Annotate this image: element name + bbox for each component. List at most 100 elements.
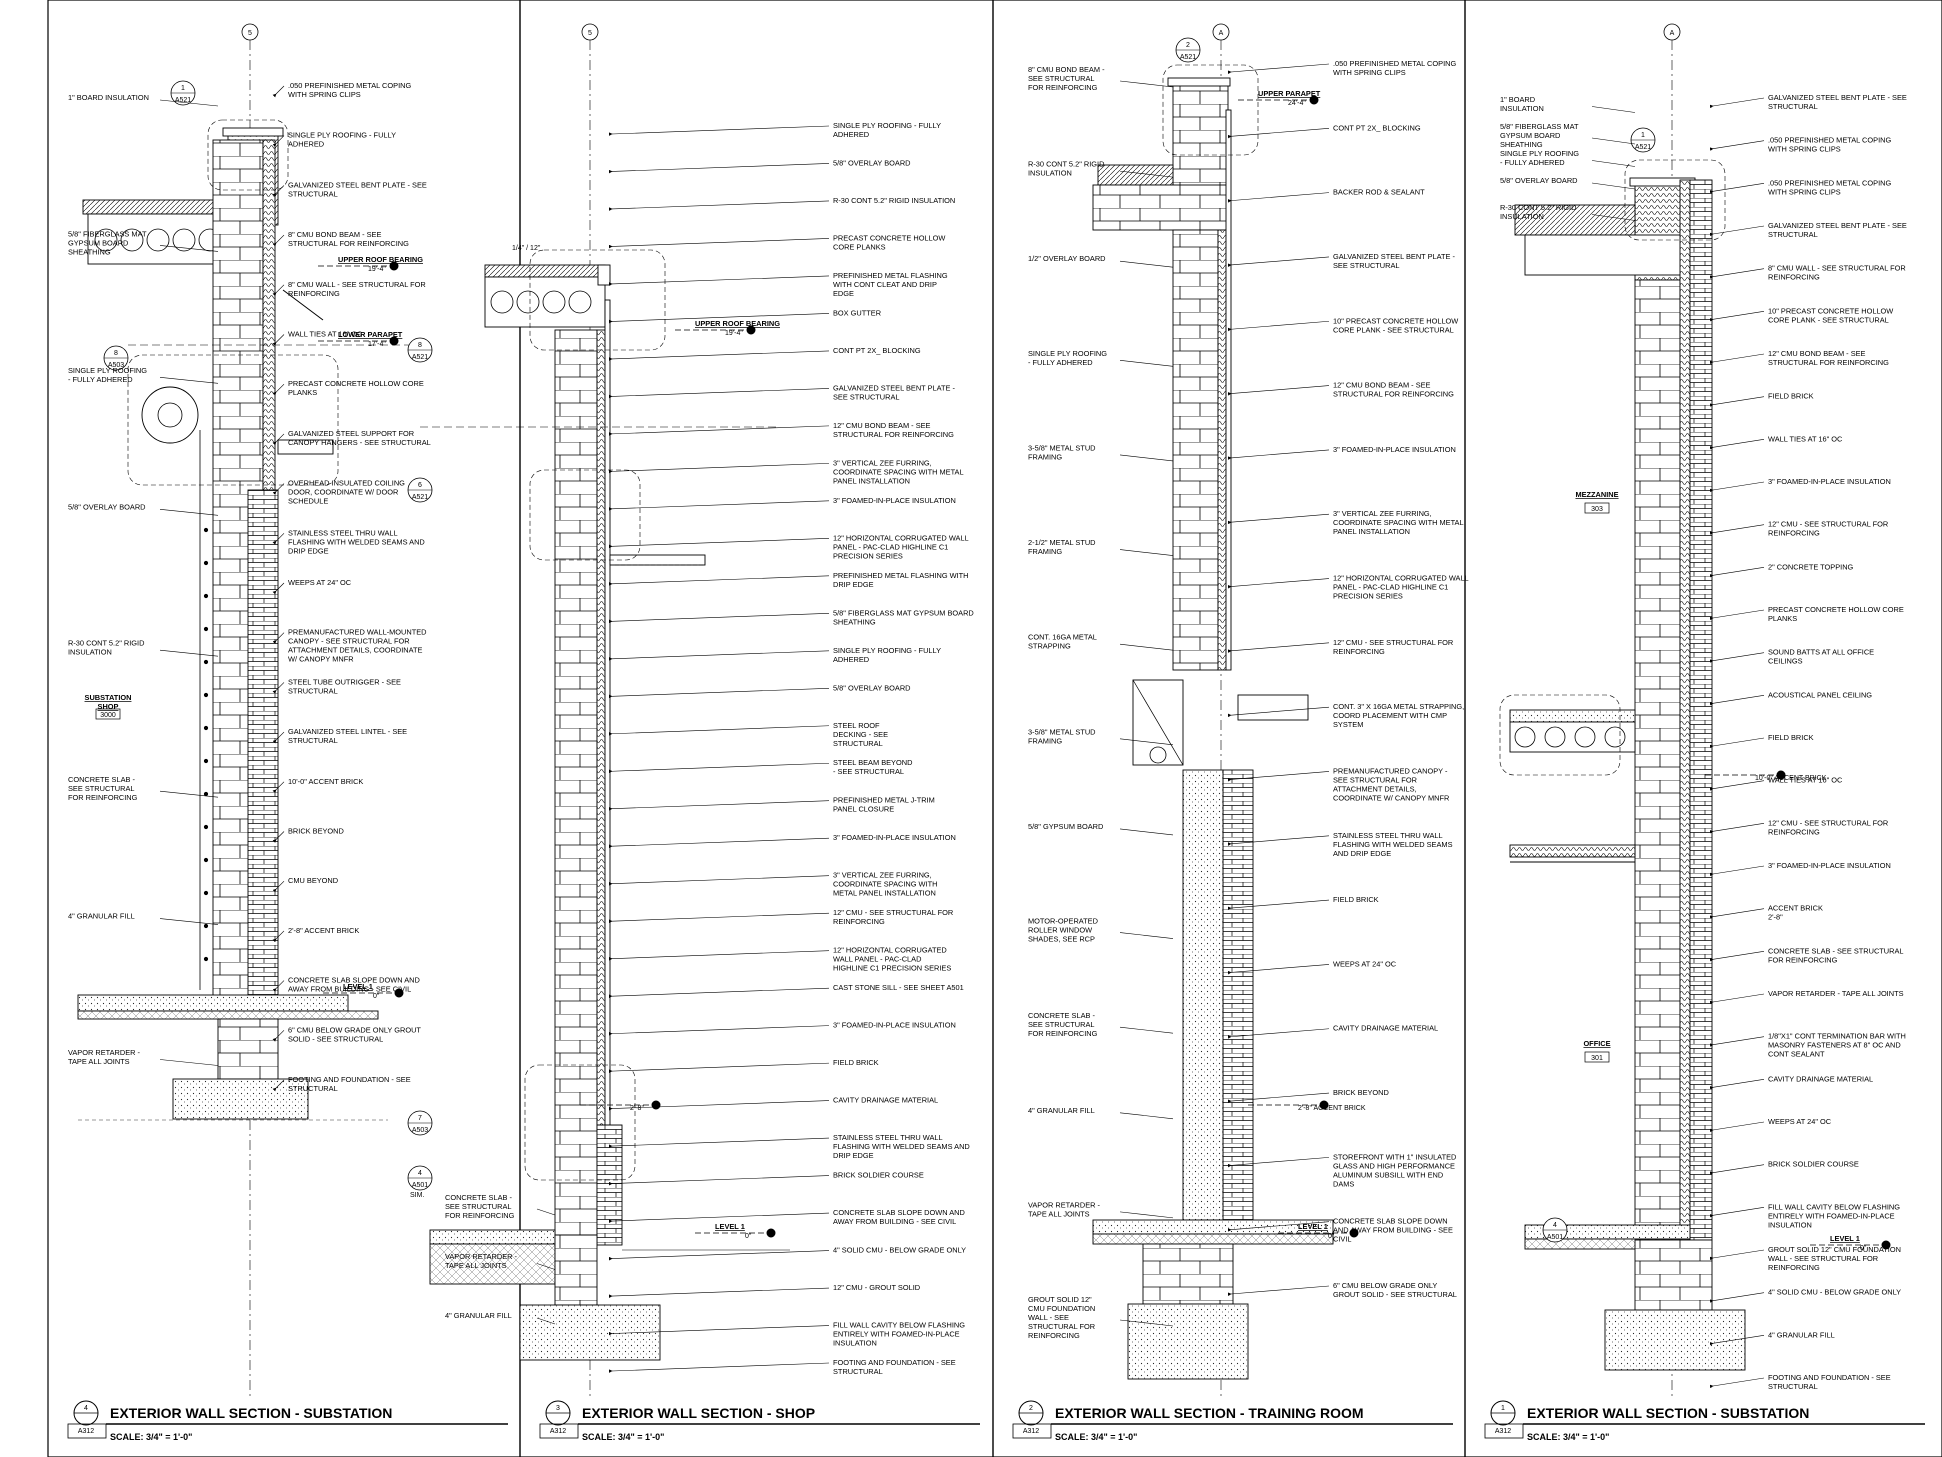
box-gutter <box>597 264 611 286</box>
door-slat-mark <box>203 725 209 731</box>
leader-arrow <box>1227 256 1330 267</box>
cmu-wall <box>1172 229 1219 671</box>
leader-arrow <box>1709 1164 1765 1175</box>
leader-arrow <box>1709 567 1765 578</box>
leader-arrow <box>1227 964 1330 975</box>
granular-fill <box>77 1010 379 1020</box>
detail-tag-number: 1 <box>181 85 185 92</box>
sheet-ref-box <box>1012 1423 1052 1439</box>
leader-arrow <box>272 234 285 247</box>
below-grade-cmu <box>217 1018 279 1080</box>
plank-core <box>1574 726 1596 748</box>
detail-tag-sheet: A521 <box>1180 54 1196 61</box>
note-left: 5/8" OVERLAY BOARD <box>1500 176 1578 185</box>
leader-arrow <box>272 731 285 744</box>
elevation-target <box>1319 1100 1329 1110</box>
leader-arrow <box>1709 652 1765 663</box>
elevation-value: 0" <box>1860 1245 1867 1252</box>
leader-arrow <box>608 1325 830 1336</box>
cmu-wall <box>1634 279 1681 1241</box>
section-scale: SCALE: 3/4" = 1'-0" <box>1527 1432 1609 1442</box>
field-brick <box>1689 179 1713 1241</box>
room-number-box <box>1584 502 1610 514</box>
note-right: CONT PT 2X_ BLOCKING <box>1333 123 1421 132</box>
granular-fill <box>429 1243 556 1285</box>
leader-arrow <box>608 1250 830 1261</box>
note-left: 5/8" OVERLAY BOARD <box>68 502 146 511</box>
door-slat-mark <box>203 824 209 830</box>
sound-batts <box>1509 844 1636 858</box>
leader-arrow <box>272 284 285 297</box>
leader-arrow <box>608 1212 830 1223</box>
note-left: SINGLE PLY ROOFING- FULLY ADHERED <box>68 366 147 384</box>
leader-arrow <box>1227 128 1330 139</box>
note-right: WALL TIES AT 16" OC <box>288 330 363 339</box>
room-number: 3000 <box>100 712 116 719</box>
leader-arrow <box>1709 1207 1765 1218</box>
plank-core <box>146 228 170 252</box>
note-left: SINGLE PLY ROOFING- FULLY ADHERED <box>1500 149 1579 167</box>
detail-callout-box <box>524 1064 636 1181</box>
leader-arrow <box>608 725 830 736</box>
canopy <box>277 439 334 455</box>
plank-core <box>1514 726 1536 748</box>
corrugated-panel <box>1225 109 1232 671</box>
note-right: 3" VERTICAL ZEE FURRING,COORDINATE SPACI… <box>833 871 937 898</box>
detail-callout-box <box>529 249 666 351</box>
leader-arrow <box>1227 320 1330 332</box>
elevation-target <box>389 261 399 271</box>
leader-arrow <box>1709 1036 1765 1047</box>
metal-coping <box>1167 77 1231 87</box>
steel-roof-deck <box>609 554 706 566</box>
leader-line <box>1119 1026 1174 1034</box>
note-left: 4" GRANULAR FILL <box>445 1311 512 1320</box>
storefront-glass <box>1182 769 1224 1221</box>
leader-line <box>159 649 219 657</box>
plank-core <box>542 290 566 314</box>
leader-arrow <box>1227 1221 1330 1232</box>
plank-core <box>516 290 540 314</box>
room-name: OFFICE <box>1583 1039 1610 1048</box>
leader-arrow <box>272 582 285 595</box>
leader-arrow <box>1227 1285 1330 1297</box>
leader-line <box>1119 80 1174 88</box>
detail-callout-box <box>1624 159 1726 241</box>
leader-arrow <box>272 533 285 545</box>
leader-arrow <box>608 500 830 511</box>
leader-arrow <box>272 980 285 992</box>
roof-slope: 1/4" / 12" <box>512 245 541 252</box>
note-right: 3" FOAMED-IN-PLACE INSULATION <box>1768 477 1891 486</box>
leader-line <box>1591 214 1636 221</box>
leader-line <box>1591 182 1636 190</box>
leader-line <box>159 790 219 798</box>
leader-line <box>1119 828 1174 836</box>
detail-tag-sheet: A521 <box>175 97 191 104</box>
leader-arrow <box>608 1175 830 1186</box>
note-right: 3" VERTICAL ZEE FURRING,COORDINATE SPACI… <box>833 458 964 485</box>
canopy-hanger <box>282 289 324 321</box>
leader-arrow <box>1227 1028 1330 1039</box>
grid-label: 5 <box>248 30 252 37</box>
note-left: 1" BOARD INSULATION <box>68 93 149 102</box>
section-number: 1 <box>1501 1405 1505 1412</box>
detail-tag-sheet: A521 <box>412 354 428 361</box>
leader-arrow <box>1227 1092 1330 1104</box>
leader-line <box>159 1059 219 1066</box>
leader-arrow <box>608 987 830 999</box>
